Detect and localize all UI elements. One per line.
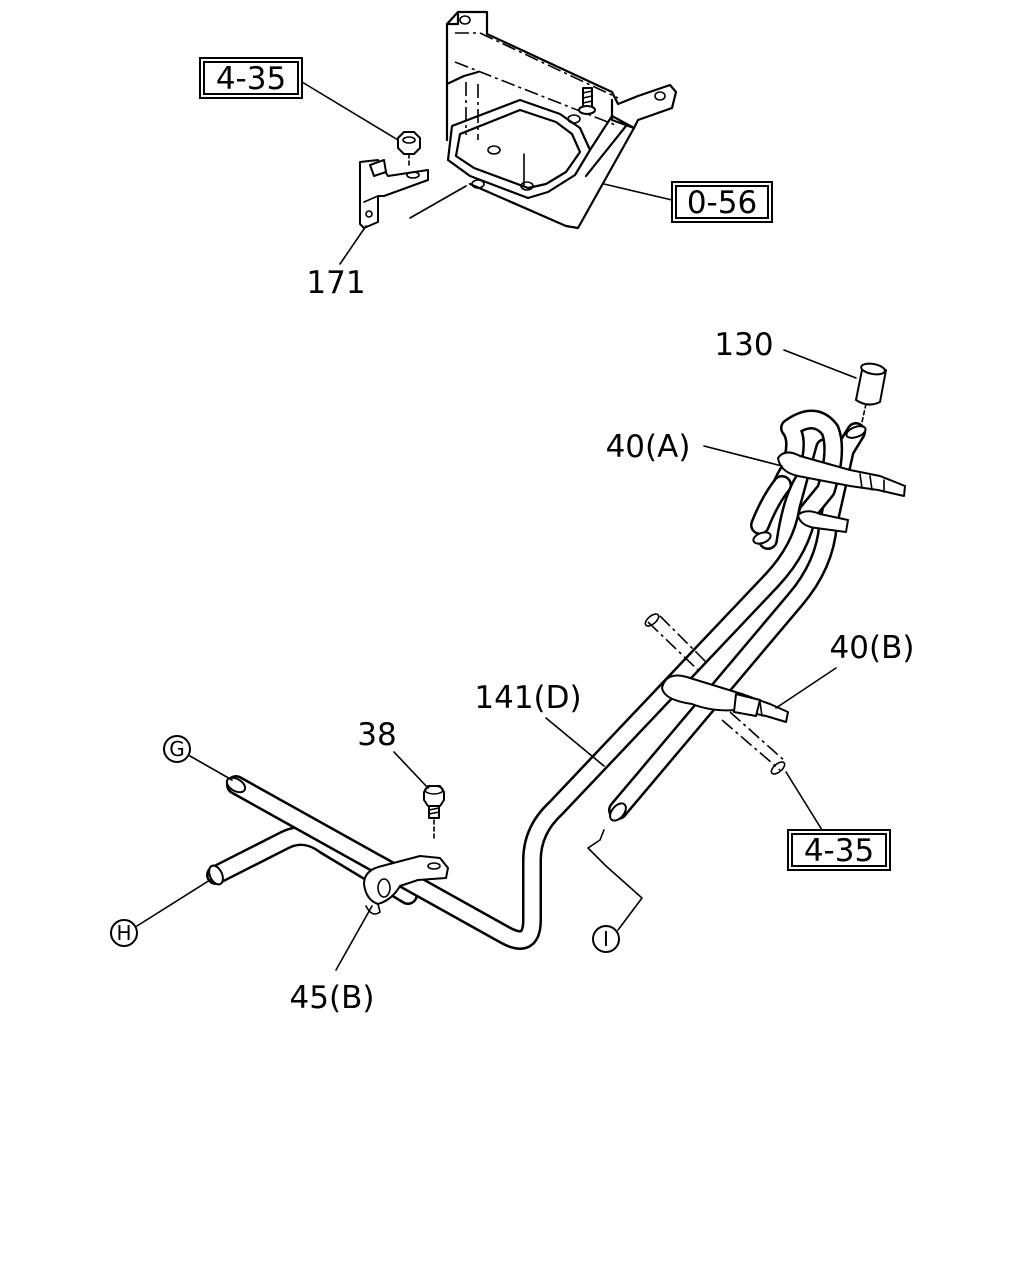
ref-box-4-35-bottom[interactable]: 4-35 xyxy=(787,829,891,871)
part-40b-clip xyxy=(661,674,789,723)
leader-40b xyxy=(775,667,837,709)
ref-0-56-label: 0-56 xyxy=(687,185,757,221)
ref-box-0-56[interactable]: 0-56 xyxy=(671,181,773,223)
ref-box-4-35-top[interactable]: 4-35 xyxy=(199,57,303,99)
leader-40a xyxy=(703,445,783,467)
leader-g xyxy=(189,755,233,781)
label-171: 171 xyxy=(306,265,365,301)
label-130: 130 xyxy=(714,327,773,363)
bracket-assembly xyxy=(409,10,678,230)
leader-4-35-bottom xyxy=(785,771,823,831)
part-171-bracket xyxy=(359,159,429,229)
label-45b: 45(B) xyxy=(290,980,375,1016)
label-141d: 141(D) xyxy=(474,680,581,716)
ref-4-35-bottom-label: 4-35 xyxy=(804,833,874,869)
part-130-cap xyxy=(855,362,887,423)
mount-rail-dashed xyxy=(644,613,787,775)
label-40a: 40(A) xyxy=(606,429,691,465)
label-40b: 40(B) xyxy=(830,630,915,666)
connector-g[interactable]: G xyxy=(163,735,191,763)
leader-171 xyxy=(339,225,367,265)
leader-130 xyxy=(783,349,857,379)
part-40a-clip xyxy=(777,451,906,533)
connector-h-label: H xyxy=(116,921,131,945)
connector-g-label: G xyxy=(169,737,185,761)
label-38: 38 xyxy=(357,717,396,753)
stud-bolt xyxy=(578,87,596,115)
connector-h[interactable]: H xyxy=(110,919,138,947)
leader-45b xyxy=(335,905,373,971)
ref-4-35-top-label: 4-35 xyxy=(216,61,286,97)
connector-i[interactable]: I xyxy=(592,925,620,953)
leader-h xyxy=(136,879,211,927)
connector-i-label: I xyxy=(603,927,609,951)
part-38-bolt xyxy=(423,785,445,841)
leader-141d xyxy=(545,717,605,767)
leader-38 xyxy=(393,751,429,789)
leader-4-35-top xyxy=(301,81,399,141)
leader-i xyxy=(587,829,643,931)
leader-0-56 xyxy=(603,183,673,201)
part-45b-clamp xyxy=(363,855,449,915)
hex-nut xyxy=(397,131,421,167)
